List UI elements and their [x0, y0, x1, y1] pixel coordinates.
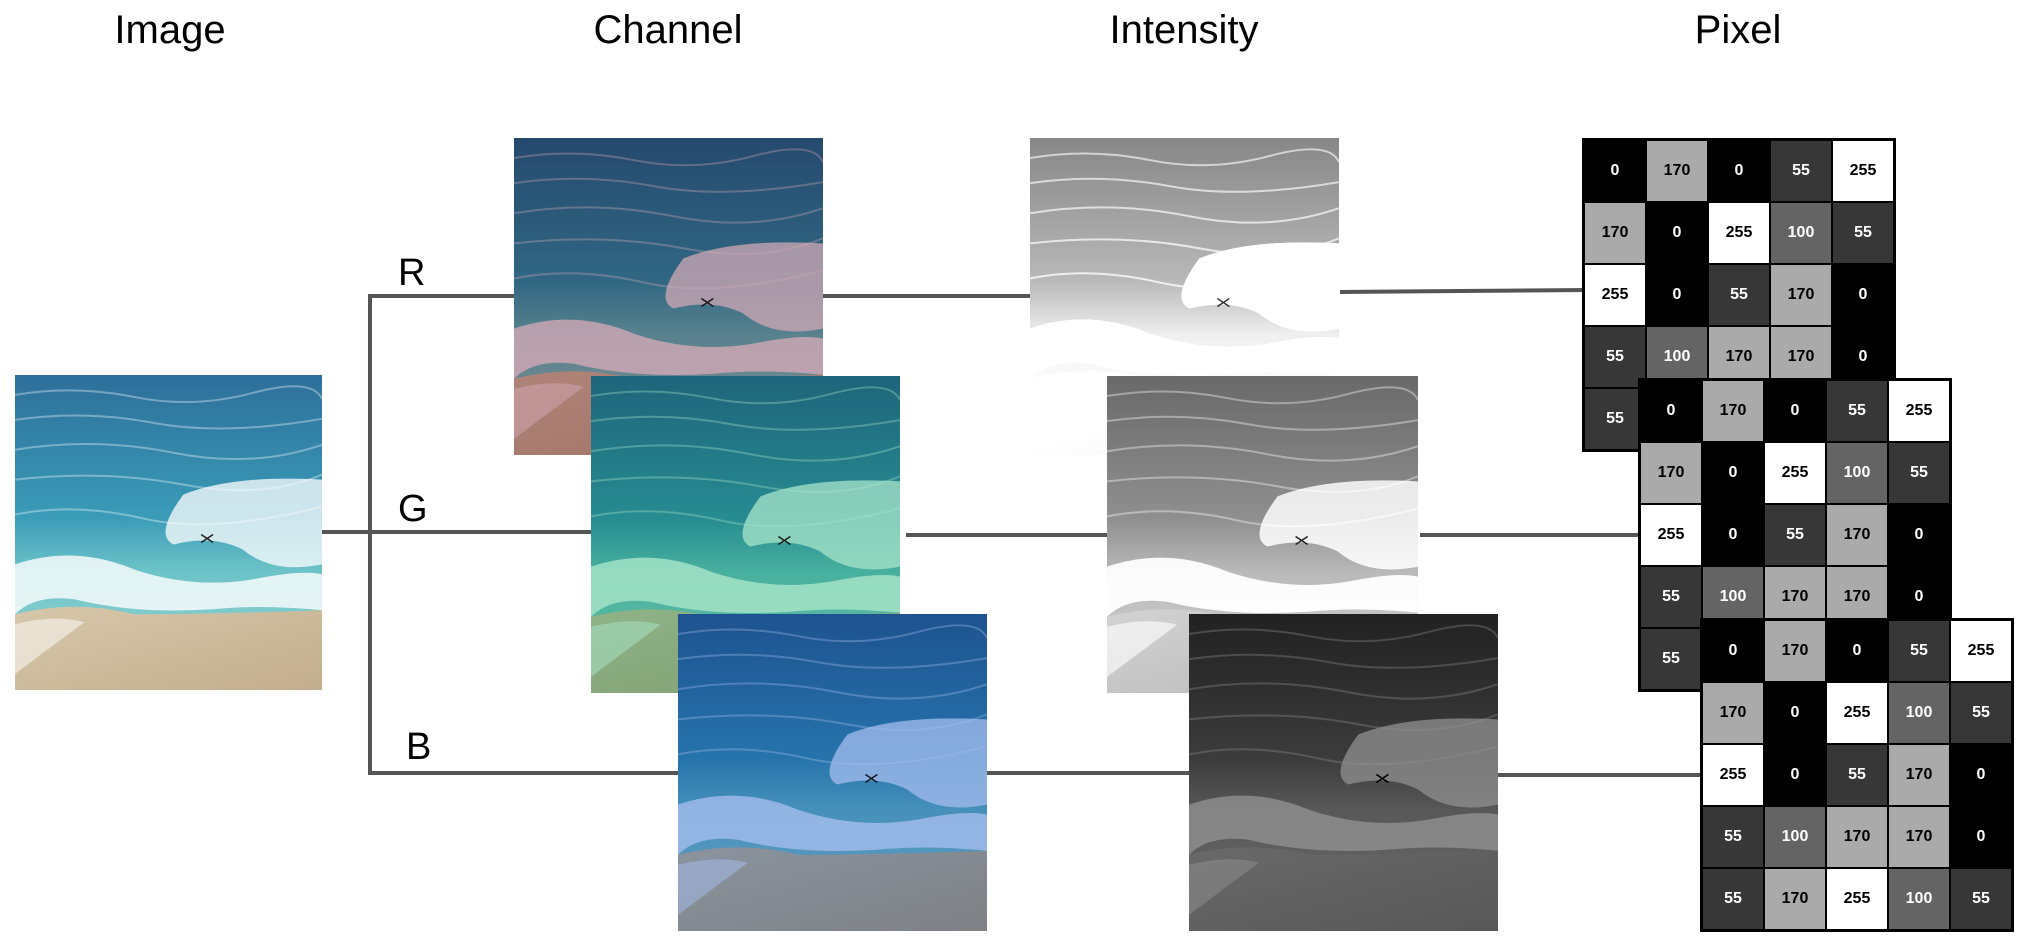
pixel-cell: 170	[1640, 442, 1702, 504]
pixel-cell: 55	[1584, 388, 1646, 450]
pixel-cell: 255	[1640, 504, 1702, 566]
header-pixel: Pixel	[1694, 8, 1782, 52]
pixel-cell: 55	[1708, 264, 1770, 326]
pixel-cell: 100	[1888, 682, 1950, 744]
pixel-cell: 255	[1584, 264, 1646, 326]
pixel-cell: 55	[1826, 380, 1888, 442]
intensity-image-b	[1189, 614, 1498, 931]
line-r-to-pixel	[1339, 288, 1589, 294]
pixel-cell: 55	[1888, 442, 1950, 504]
pixel-cell: 170	[1770, 326, 1832, 388]
pixel-cell: 0	[1764, 744, 1826, 806]
channel-label-r: R	[398, 252, 426, 294]
pixel-cell: 170	[1826, 566, 1888, 628]
pixel-cell: 55	[1950, 868, 2012, 930]
pixel-cell: 0	[1702, 504, 1764, 566]
pixel-cell: 100	[1764, 806, 1826, 868]
pixel-cell: 0	[1702, 442, 1764, 504]
pixel-cell: 170	[1826, 806, 1888, 868]
pixel-cell: 100	[1770, 202, 1832, 264]
channel-image-b	[678, 614, 987, 931]
pixel-cell: 0	[1950, 806, 2012, 868]
pixel-cell: 0	[1640, 380, 1702, 442]
original-ocean-image	[15, 375, 322, 690]
pixel-cell: 255	[1708, 202, 1770, 264]
pixel-cell: 170	[1702, 682, 1764, 744]
pixel-cell: 55	[1950, 682, 2012, 744]
channel-label-g: G	[398, 488, 428, 530]
pixel-cell: 55	[1764, 504, 1826, 566]
pixel-cell: 170	[1888, 806, 1950, 868]
channel-label-b: B	[406, 726, 432, 768]
pixel-cell: 255	[1764, 442, 1826, 504]
pixel-cell: 55	[1832, 202, 1894, 264]
pixel-cell: 55	[1702, 868, 1764, 930]
pixel-cell: 100	[1826, 442, 1888, 504]
pixel-cell: 55	[1702, 806, 1764, 868]
pixel-cell: 0	[1826, 620, 1888, 682]
pixel-cell: 170	[1826, 504, 1888, 566]
pixel-cell: 170	[1584, 202, 1646, 264]
pixel-cell: 55	[1826, 744, 1888, 806]
pixel-cell: 255	[1826, 682, 1888, 744]
pixel-cell: 170	[1764, 620, 1826, 682]
pixel-cell: 0	[1764, 380, 1826, 442]
pixel-cell: 0	[1950, 744, 2012, 806]
pixel-cell: 255	[1888, 380, 1950, 442]
header-image: Image	[114, 8, 226, 52]
pixel-cell: 0	[1888, 566, 1950, 628]
pixel-cell: 170	[1888, 744, 1950, 806]
pixel-cell: 0	[1702, 620, 1764, 682]
pixel-cell: 0	[1832, 326, 1894, 388]
pixel-cell: 255	[1832, 140, 1894, 202]
pixel-cell: 100	[1888, 868, 1950, 930]
pixel-cell: 0	[1646, 202, 1708, 264]
pixel-cell: 0	[1764, 682, 1826, 744]
pixel-cell: 55	[1770, 140, 1832, 202]
header-intensity: Intensity	[1109, 8, 1259, 52]
pixel-cell: 55	[1888, 620, 1950, 682]
pixel-cell: 255	[1950, 620, 2012, 682]
original-ocean-photo	[15, 375, 322, 690]
pixel-cell: 55	[1640, 628, 1702, 690]
pixel-cell: 0	[1584, 140, 1646, 202]
pixel-cell: 55	[1584, 326, 1646, 388]
channel-b-tint	[678, 614, 987, 931]
header-channel: Channel	[593, 8, 743, 52]
pixel-cell: 0	[1888, 504, 1950, 566]
intensity-b-photo	[1189, 614, 1498, 931]
pixel-cell: 170	[1708, 326, 1770, 388]
pixel-cell: 0	[1708, 140, 1770, 202]
pixel-cell: 255	[1702, 744, 1764, 806]
pixel-cell: 170	[1770, 264, 1832, 326]
pixel-cell: 0	[1832, 264, 1894, 326]
pixel-cell: 55	[1640, 566, 1702, 628]
pixel-cell: 100	[1702, 566, 1764, 628]
pixel-cell: 170	[1764, 868, 1826, 930]
pixel-cell: 170	[1702, 380, 1764, 442]
pixel-cell: 0	[1646, 264, 1708, 326]
pixel-cell: 255	[1826, 868, 1888, 930]
pixel-cell: 170	[1646, 140, 1708, 202]
